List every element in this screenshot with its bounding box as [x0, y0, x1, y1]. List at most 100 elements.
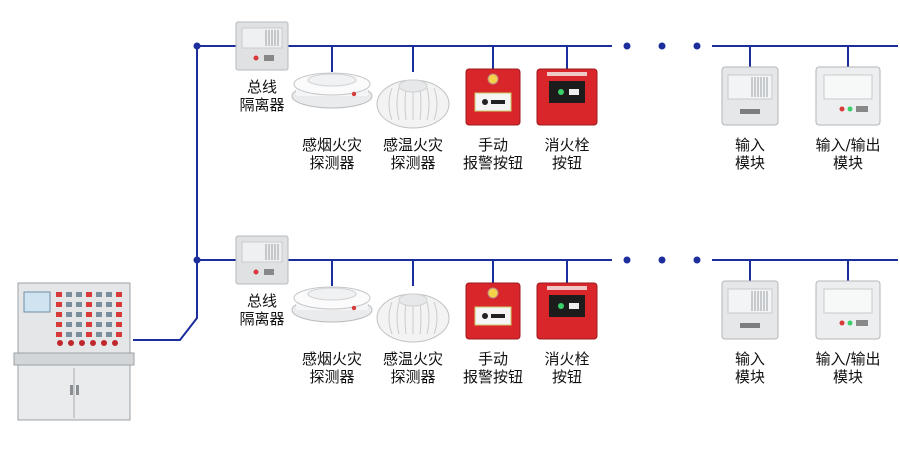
heat-fin: [396, 87, 400, 121]
controller-key: [66, 332, 72, 337]
controller-key: [116, 332, 122, 337]
manual-alarm-button-label-line: 报警按钮: [462, 368, 523, 386]
smoke-detector-label-line: 感烟火灾: [301, 350, 362, 368]
controller-key: [116, 322, 122, 327]
heat-fin: [388, 301, 393, 335]
controller-indicator: [90, 340, 96, 346]
input-module-label-line: 输入: [734, 136, 765, 154]
hydrant-title-strip: [547, 72, 587, 76]
controller-key: [106, 292, 112, 297]
controller-key: [86, 322, 92, 327]
heat-detector-label: 感温火灾探测器: [358, 136, 468, 172]
bus-isolator-label: 总线隔离器: [207, 78, 317, 114]
bus-isolator-icon: [235, 21, 289, 71]
manual-alarm-button-icon: [465, 68, 521, 126]
input-module-label-line: 模块: [734, 368, 765, 386]
input-output-module-label-line: 输入/输出: [815, 350, 881, 368]
manual-alarm-button-label-line: 报警按钮: [462, 154, 523, 172]
bus-isolator-label-line: 总线: [246, 292, 277, 310]
input-module-icon: [721, 280, 779, 340]
io-led: [847, 320, 853, 326]
io-led: [847, 106, 853, 112]
heat-fin: [388, 87, 393, 121]
hydrant-button-label-line: 按钮: [551, 368, 582, 386]
trunk-line: [133, 46, 198, 341]
controller-key: [56, 292, 62, 297]
controller-key: [56, 312, 62, 317]
hydrant-label: [569, 89, 579, 95]
controller-key: [96, 312, 102, 317]
manual-alarm-button-icon: [465, 282, 521, 340]
controller-key: [96, 292, 102, 297]
smoke-led: [351, 305, 357, 311]
controller-key: [76, 312, 82, 317]
hydrant-button-label: 消火栓按钮: [512, 350, 622, 386]
controller-key: [76, 302, 82, 307]
ellipsis-dot: [693, 42, 701, 50]
controller-key: [56, 302, 62, 307]
heat-detector-label-line: 感温火灾: [382, 350, 443, 368]
isolator-led: [253, 55, 259, 61]
io-label: [856, 320, 868, 326]
smoke-detector-icon: [291, 286, 373, 323]
manual-alarm-button-label: 手动报警按钮: [438, 136, 548, 172]
controller-key: [56, 332, 62, 337]
isolator-window: [241, 241, 283, 263]
input-window: [727, 288, 773, 314]
heat-detector-label-line: 探测器: [390, 368, 436, 386]
bus-isolator-label-line: 总线: [246, 78, 277, 96]
io-label: [856, 106, 868, 112]
hydrant-title-strip: [547, 286, 587, 290]
controller-key: [86, 312, 92, 317]
heat-fin: [396, 301, 400, 335]
heat-detector-label-line: 感温火灾: [382, 136, 443, 154]
smoke-detector-label: 感烟火灾探测器: [277, 136, 387, 172]
manual-alarm-button-label-line: 手动: [477, 136, 508, 154]
isolator-led: [253, 269, 259, 275]
controller-handle: [70, 385, 73, 395]
ellipsis-dot: [693, 256, 701, 264]
smoke-detector-label-line: 探测器: [309, 368, 355, 386]
ellipsis-dot: [658, 42, 666, 50]
input-output-module-label-line: 输入/输出: [815, 136, 881, 154]
input-label: [740, 323, 760, 328]
hydrant-button-icon: [536, 282, 598, 340]
fire-alarm-controller-icon: [13, 282, 135, 421]
controller-indicator: [79, 340, 85, 346]
controller-key: [106, 322, 112, 327]
controller-screen: [23, 291, 51, 313]
input-output-module-label-line: 模块: [832, 368, 863, 386]
input-module-icon: [721, 66, 779, 126]
io-led: [839, 106, 845, 112]
manual-button: [482, 99, 488, 105]
controller-key: [116, 302, 122, 307]
input-output-module-label: 输入/输出模块: [793, 136, 900, 172]
hydrant-led: [558, 303, 564, 309]
controller-key: [96, 322, 102, 327]
controller-key: [56, 322, 62, 327]
controller-indicator: [57, 340, 63, 346]
smoke-vent: [307, 287, 357, 301]
hydrant-button-label-line: 消火栓: [544, 350, 590, 368]
hydrant-button-icon: [536, 68, 598, 126]
manual-text: [491, 100, 505, 104]
controller-key: [86, 292, 92, 297]
controller-handle: [76, 385, 79, 395]
heat-fin: [433, 87, 438, 121]
controller-desk: [13, 352, 135, 366]
controller-key: [106, 332, 112, 337]
input-output-module-icon: [815, 66, 881, 126]
heat-cap: [398, 79, 428, 93]
smoke-detector-icon: [291, 72, 373, 109]
hydrant-window: [549, 295, 585, 317]
heat-cap: [398, 293, 428, 307]
bus-isolator-icon: [235, 235, 289, 285]
controller-indicator: [112, 340, 118, 346]
bus-isolator-label-line: 隔离器: [239, 96, 285, 114]
io-window: [823, 74, 873, 100]
manual-led: [487, 73, 499, 85]
controller-key: [116, 312, 122, 317]
input-module-label-line: 模块: [734, 154, 765, 172]
